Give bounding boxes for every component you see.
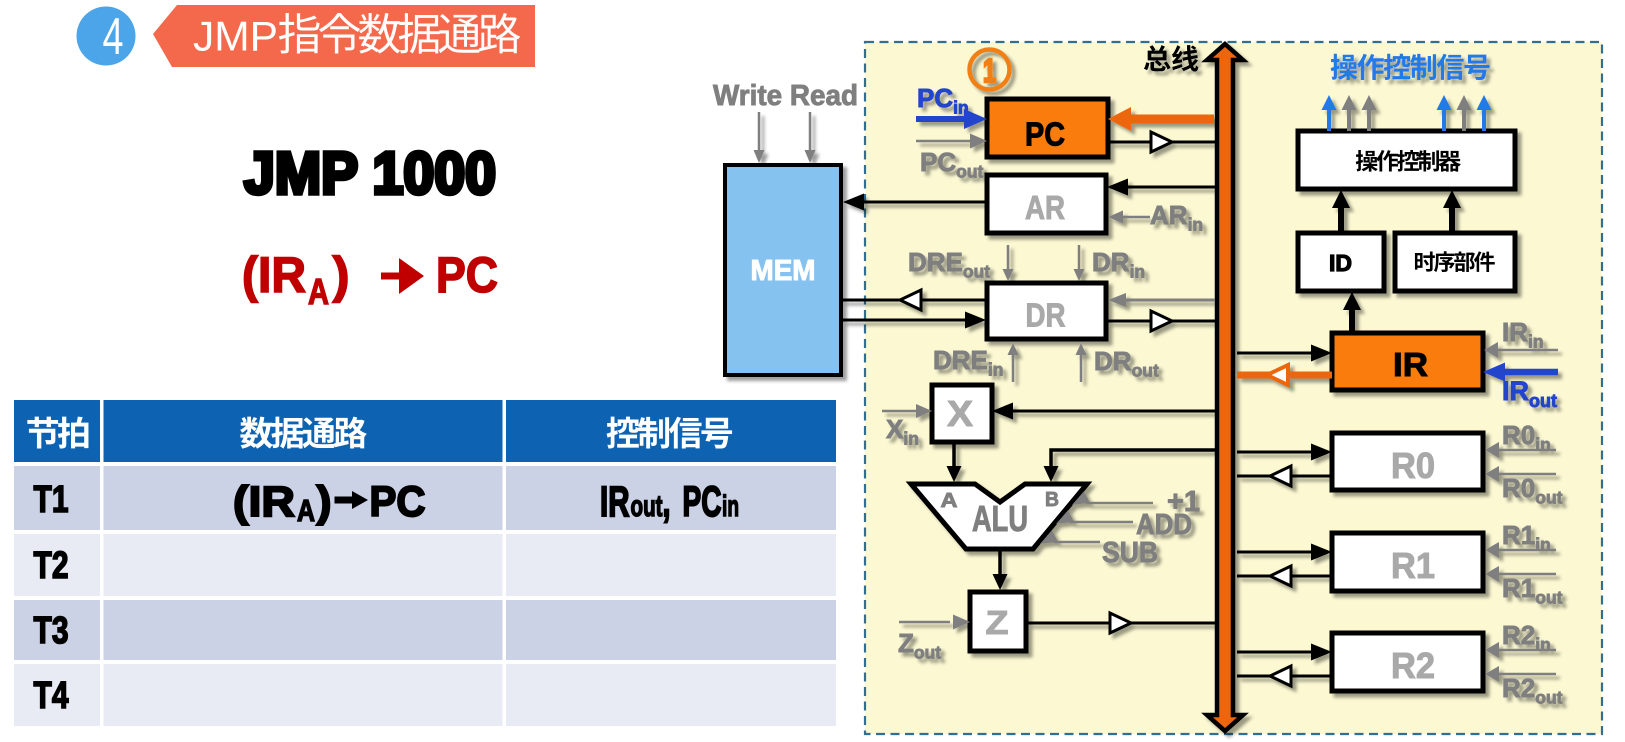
svg-text:PC: PC [683,478,722,526]
svg-text:JMP 1000: JMP 1000 [244,141,496,207]
svg-text:PC: PC [370,478,426,526]
svg-text:PC: PC [436,247,498,303]
svg-text:,: , [663,478,671,526]
svg-text:R1: R1 [1391,545,1435,586]
svg-text:Z: Z [986,604,1009,641]
svg-text:B: B [1045,489,1059,511]
svg-text:out: out [631,490,663,523]
svg-text:ALU: ALU [972,498,1028,539]
svg-text:T2: T2 [34,545,69,587]
svg-text:X: X [947,393,973,434]
svg-text:A: A [297,493,315,528]
svg-text:R0: R0 [1391,445,1435,486]
svg-text:A: A [941,490,958,512]
svg-text:DRout​: DRout​ [1094,346,1159,381]
svg-text:T1: T1 [34,479,69,521]
svg-text:JMP: JMP [193,13,278,60]
svg-text:Xin​: Xin​ [886,414,919,449]
svg-text:IRin​: IRin​ [1502,317,1544,352]
svg-text:R0in​: R0in​ [1502,420,1551,455]
svg-text:SUB: SUB [1102,537,1158,569]
svg-text:IR: IR [600,478,630,526]
svg-text:): ) [317,478,332,526]
svg-text:(IR: (IR [242,247,306,303]
svg-text:PCout​: PCout​ [920,147,984,182]
svg-text:A: A [308,271,329,312]
svg-text:+1: +1 [1167,486,1200,518]
svg-text:R1in​: R1in​ [1502,520,1551,555]
svg-text:ID: ID [1329,250,1352,276]
svg-text:DREout​: DREout​ [908,247,990,282]
svg-text:PCin​: PCin​ [917,83,969,118]
svg-text:PC: PC [1025,116,1065,153]
svg-text:DREin​: DREin​ [933,345,1003,380]
svg-text:IR: IR [1393,346,1428,383]
svg-text:R2: R2 [1391,645,1435,686]
svg-text:T4: T4 [34,675,69,717]
svg-text:DRin​: DRin​ [1092,247,1145,282]
svg-text:4: 4 [103,8,124,66]
svg-text:MEM: MEM [751,255,816,287]
svg-text:DR: DR [1026,297,1066,334]
svg-text:): ) [333,247,350,303]
svg-text:ADD: ADD [1136,509,1192,541]
svg-text:IRout​: IRout​ [1502,376,1557,411]
svg-text:ARin​: ARin​ [1150,200,1203,235]
svg-text:Write Read: Write Read [713,80,858,112]
svg-text:R2in​: R2in​ [1502,620,1551,655]
svg-text:in: in [722,490,739,523]
svg-text:Zout​: Zout​ [898,628,941,663]
svg-text:R2out​: R2out​ [1502,673,1563,708]
svg-text:1: 1 [983,52,996,89]
svg-text:R1out​: R1out​ [1502,573,1563,608]
svg-text:(IR: (IR [233,478,295,526]
svg-text:AR: AR [1025,189,1065,226]
svg-text:T3: T3 [34,610,69,652]
svg-text:R0out​: R0out​ [1502,473,1563,508]
